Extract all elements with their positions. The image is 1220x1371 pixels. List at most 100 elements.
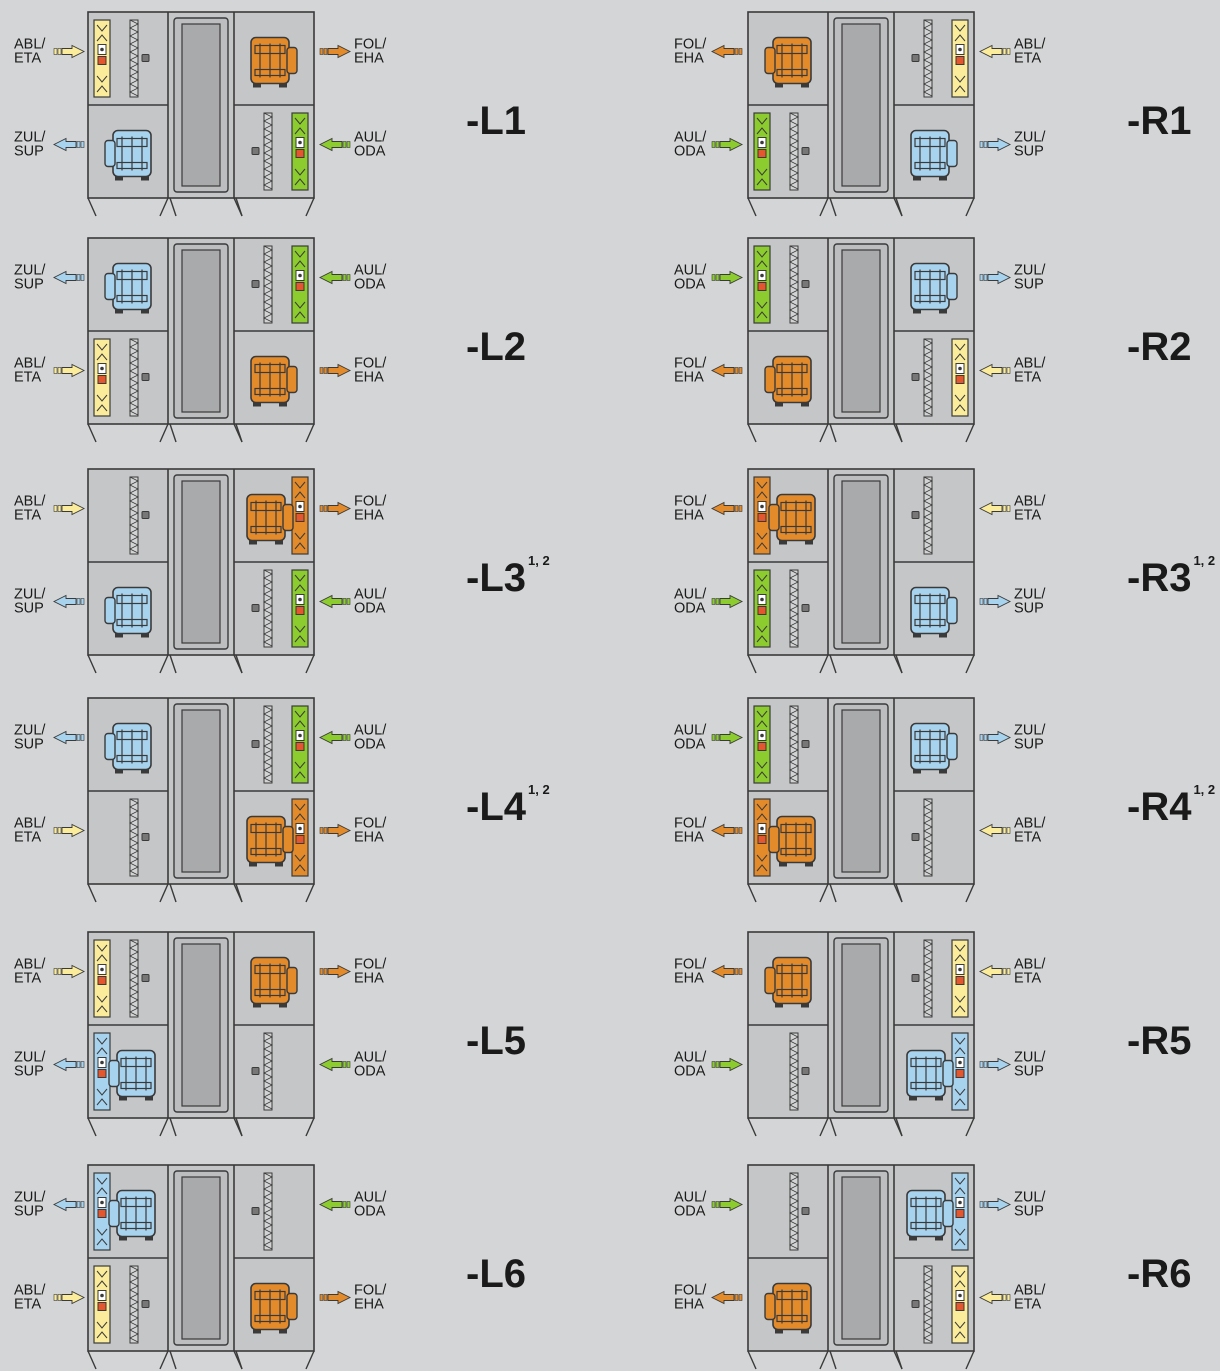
fan-icon — [108, 1189, 156, 1241]
airflow-label-eta-bottom: ETA — [14, 1297, 41, 1313]
airflow-label-eha-top: FOL/ — [674, 494, 707, 510]
fan-icon — [250, 355, 298, 407]
door-handle-icon — [911, 1300, 920, 1308]
airflow-label-eha-top: FOL/ — [354, 356, 387, 372]
unit-leg — [305, 1117, 315, 1137]
airflow-label-sup-top: ZUL/ — [1014, 1050, 1046, 1066]
unit-leg — [87, 883, 97, 903]
unit-leg — [747, 197, 757, 217]
airflow-label-eha-bottom: EHA — [354, 508, 384, 524]
unit-leg — [305, 197, 315, 217]
airflow-arrow-icon — [319, 363, 352, 378]
airflow-arrow-icon — [978, 964, 1011, 979]
unit-leg — [747, 1117, 757, 1137]
unit-leg — [819, 883, 829, 903]
heat-exchanger-icon — [923, 19, 933, 98]
door-handle-icon — [911, 974, 920, 982]
airflow-label-sup-top: ZUL/ — [14, 130, 46, 146]
fan-icon — [768, 493, 816, 545]
airflow-arrow-icon — [979, 594, 1012, 609]
fan-icon — [246, 493, 294, 545]
airflow-label-oda-bottom: ODA — [674, 277, 706, 293]
airflow-arrow-icon — [318, 270, 351, 285]
airflow-label-oda-top: AUL/ — [354, 587, 387, 603]
filter-icon — [93, 1172, 111, 1251]
airflow-label-eha-bottom: EHA — [354, 51, 384, 67]
airflow-label-sup-bottom: SUP — [1014, 1064, 1044, 1080]
airflow-label-sup-bottom: SUP — [14, 1064, 44, 1080]
filter-icon — [951, 1172, 969, 1251]
heat-exchanger-icon — [263, 1172, 273, 1251]
airflow-label-eha-top: FOL/ — [674, 37, 707, 53]
filter-icon — [951, 19, 969, 98]
unit-leg — [747, 883, 757, 903]
heat-wheel-window — [841, 23, 881, 187]
airflow-label-oda-bottom: ODA — [354, 1064, 386, 1080]
airflow-arrow-icon — [52, 270, 85, 285]
heat-wheel-window — [181, 249, 221, 413]
airflow-label-sup-top: ZUL/ — [14, 1190, 46, 1206]
filter-icon — [93, 1032, 111, 1111]
unit-leg — [159, 197, 169, 217]
airflow-label-oda-bottom: ODA — [354, 1204, 386, 1220]
airflow-arrow-icon — [711, 270, 744, 285]
door-handle-icon — [801, 1207, 810, 1215]
heat-wheel-window — [841, 1176, 881, 1340]
airflow-label-eta-top: ABL/ — [14, 37, 46, 53]
heat-exchanger-icon — [789, 245, 799, 324]
airflow-label-sup-top: ZUL/ — [14, 263, 46, 279]
airflow-arrow-icon — [710, 363, 743, 378]
airflow-label-oda-bottom: ODA — [674, 737, 706, 753]
fan-icon — [764, 956, 812, 1008]
fan-icon — [910, 722, 958, 774]
heat-exchanger-icon — [263, 245, 273, 324]
heat-exchanger-icon — [923, 798, 933, 877]
heat-exchanger-icon — [263, 1032, 273, 1111]
airflow-label-oda-top: AUL/ — [354, 1050, 387, 1066]
airflow-label-sup-bottom: SUP — [1014, 144, 1044, 160]
fan-icon — [764, 1282, 812, 1334]
door-handle-icon — [911, 373, 920, 381]
variant-footnote: 1, 2 — [1193, 782, 1215, 797]
filter-icon — [93, 1265, 111, 1344]
airflow-label-eta-bottom: ETA — [1014, 370, 1041, 386]
airflow-label-eta-top: ABL/ — [1014, 356, 1046, 372]
fan-icon — [764, 36, 812, 88]
airflow-arrow-icon — [52, 1057, 85, 1072]
heat-exchanger-icon — [789, 1172, 799, 1251]
variant-code: -L1 — [466, 99, 526, 143]
unit-leg — [747, 654, 757, 674]
heat-wheel-window — [181, 709, 221, 873]
airflow-arrow-icon — [52, 594, 85, 609]
airflow-arrow-icon — [711, 137, 744, 152]
variant-code: -R5 — [1127, 1019, 1191, 1063]
airflow-label-sup-bottom: SUP — [1014, 737, 1044, 753]
heat-exchanger-icon — [923, 338, 933, 417]
fan-icon — [104, 262, 152, 314]
fan-icon — [910, 586, 958, 638]
heat-exchanger-icon — [789, 1032, 799, 1111]
door-handle-icon — [801, 604, 810, 612]
airflow-arrow-icon — [53, 44, 86, 59]
filter-icon — [753, 245, 771, 324]
airflow-label-eha-top: FOL/ — [674, 957, 707, 973]
filter-icon — [93, 338, 111, 417]
variant-code: -R2 — [1127, 325, 1191, 369]
heat-exchanger-icon — [129, 19, 139, 98]
airflow-label-oda-top: AUL/ — [354, 1190, 387, 1206]
airflow-arrow-icon — [53, 363, 86, 378]
door-handle-icon — [251, 147, 260, 155]
variant-code: -R4 — [1127, 785, 1192, 829]
unit-leg — [305, 654, 315, 674]
airflow-label-oda-bottom: ODA — [674, 144, 706, 160]
door-handle-icon — [801, 740, 810, 748]
filter-icon — [291, 798, 309, 877]
airflow-arrow-icon — [979, 1197, 1012, 1212]
filter-icon — [291, 569, 309, 648]
airflow-label-oda-top: AUL/ — [674, 1050, 707, 1066]
variant-code: -L6 — [466, 1252, 526, 1296]
unit-leg — [747, 423, 757, 443]
airflow-arrow-icon — [52, 730, 85, 745]
filter-icon — [753, 476, 771, 555]
